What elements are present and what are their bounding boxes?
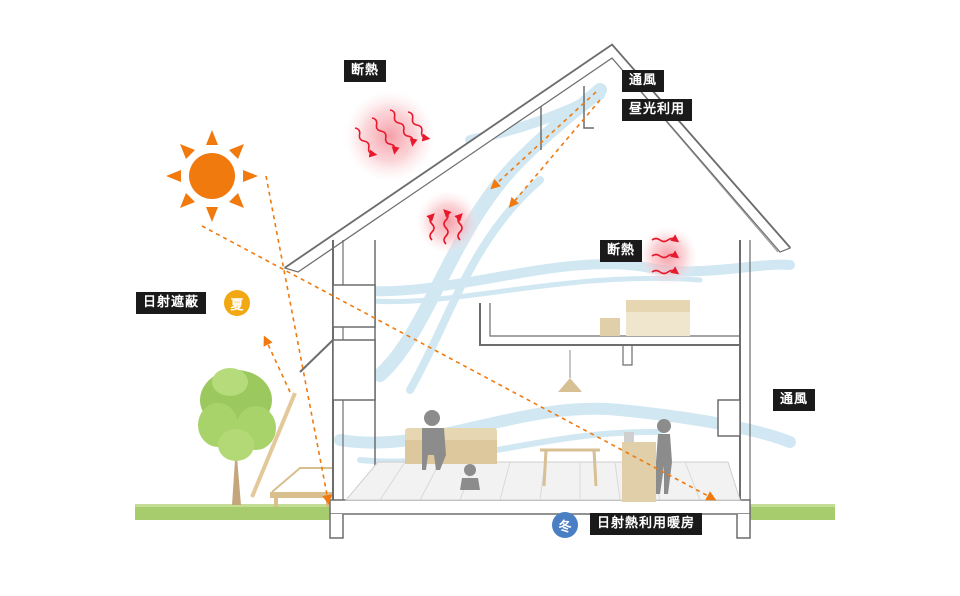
tree-icon (198, 368, 276, 505)
winter-badge: 冬 (552, 512, 578, 538)
kitchen-icon (622, 432, 656, 502)
pendant-lamp-icon (558, 350, 582, 392)
label-roof-insulation: 断熱 (344, 60, 387, 82)
person-icon (422, 410, 672, 494)
label-ventilation-right: 通風 (773, 389, 816, 411)
label-ventilation-top: 通風 (622, 70, 665, 92)
heat-wave-icon (344, 90, 698, 286)
bed-icon (600, 300, 690, 336)
label-wall-insulation: 断熱 (600, 240, 643, 262)
house (283, 43, 792, 539)
table-icon (540, 448, 600, 487)
sun-icon (166, 130, 258, 222)
sofa-icon (405, 428, 497, 464)
label-daylight: 昼光利用 (622, 99, 693, 121)
ground (135, 504, 835, 520)
sun-rays (201, 91, 717, 505)
label-solar-heating: 日射熱利用暖房 (590, 513, 703, 535)
summer-badge: 夏 (224, 290, 250, 316)
label-solar-shading: 日射遮蔽 (136, 292, 207, 314)
